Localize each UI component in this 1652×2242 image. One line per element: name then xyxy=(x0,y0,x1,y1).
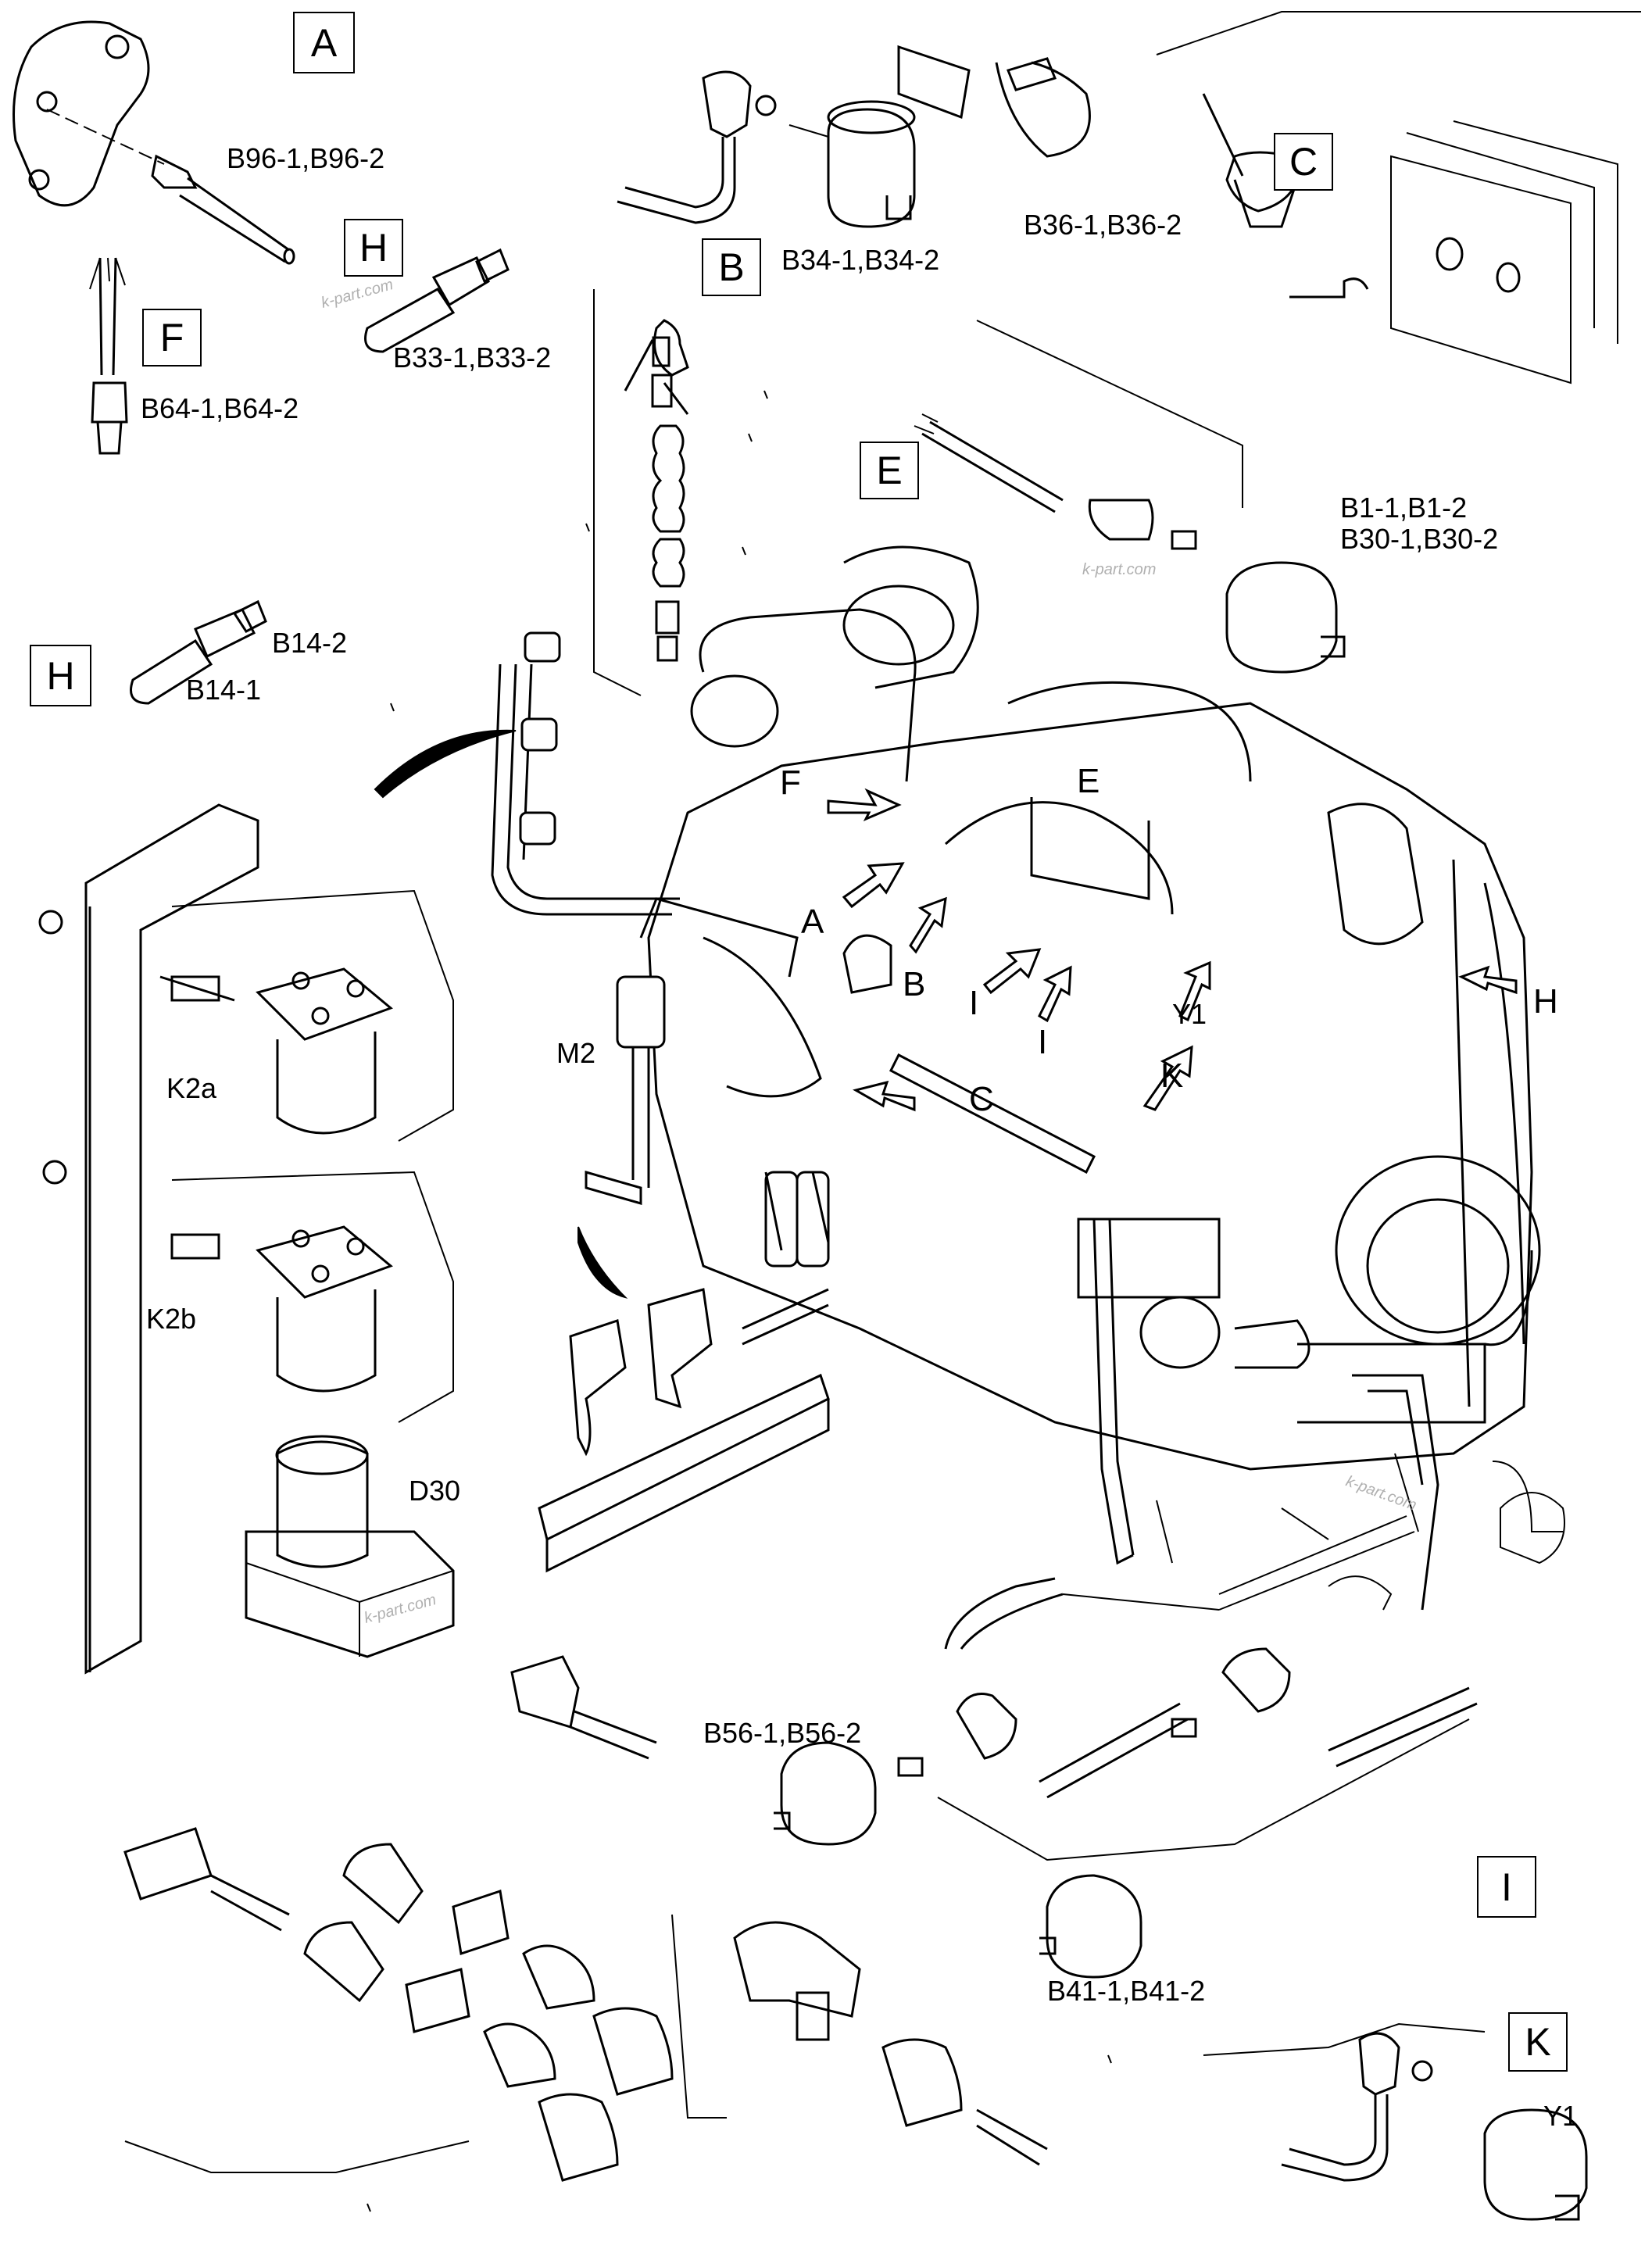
label-d30: D30 xyxy=(409,1475,461,1507)
callout-arrows xyxy=(374,729,1518,1299)
detail-box-e: E xyxy=(860,442,919,499)
label-k2a: K2a xyxy=(166,1072,217,1104)
watermark: k-part.com xyxy=(1082,561,1157,578)
relay-k2-assembly-drawing xyxy=(38,803,455,1675)
label-b41: B41-1,B41-2 xyxy=(1047,1975,1206,2007)
callout-b: B xyxy=(903,965,926,1003)
mounting-rail-drawing xyxy=(538,1288,830,1573)
sensor-b64-drawing xyxy=(89,257,128,455)
cable-sleeve-and-tie xyxy=(897,45,1091,158)
callout-a: A xyxy=(801,903,824,941)
label-b33: B33-1,B33-2 xyxy=(393,341,552,374)
detail-box-i: I xyxy=(1477,1856,1536,1918)
label-b36: B36-1,B36-2 xyxy=(1024,209,1182,241)
callout-f: F xyxy=(780,763,801,802)
callout-i-1: I xyxy=(969,984,979,1022)
callout-i-2: I xyxy=(1038,1023,1048,1061)
label-m2: M2 xyxy=(556,1037,596,1069)
detail-box-b: B xyxy=(702,238,761,296)
sensor-b14-drawing xyxy=(130,599,267,705)
engine-drawing xyxy=(639,545,1541,1471)
label-b14-2: B14-2 xyxy=(272,627,348,659)
plug-connector-drawing xyxy=(510,1655,657,1760)
solenoid-y1-drawing xyxy=(1203,2022,1588,2221)
label-b56: B56-1,B56-2 xyxy=(703,1717,862,1749)
detail-box-k: K xyxy=(1508,2012,1568,2072)
label-b64: B64-1,B64-2 xyxy=(141,392,299,424)
cable-terminal-chain-drawing xyxy=(593,289,689,696)
callout-k: K xyxy=(1160,1057,1184,1095)
callout-e: E xyxy=(1077,762,1100,800)
label-b14-1: B14-1 xyxy=(186,674,262,706)
label-b96: B96-1,B96-2 xyxy=(227,142,385,174)
callout-c: C xyxy=(969,1080,994,1118)
wiring-harness-drawing xyxy=(491,631,1533,1650)
sensor-b36-drawing xyxy=(1156,11,1641,384)
detail-box-f: F xyxy=(142,309,202,367)
callout-h: H xyxy=(1533,982,1558,1021)
detail-box-a: A xyxy=(293,12,355,73)
sensor-b33-drawing xyxy=(364,248,510,353)
sensor-b41-drawing xyxy=(937,1647,1478,1979)
label-y1-detail: Y1 xyxy=(1543,2100,1579,2132)
bellows-hose-assembly-drawing xyxy=(123,1827,1048,2182)
detail-box-h-left: H xyxy=(30,645,91,706)
label-y1-engine: Y1 xyxy=(1172,998,1207,1030)
sensor-b1-b30-drawing xyxy=(914,320,1346,674)
detail-box-c: C xyxy=(1274,133,1333,191)
label-b1-b30: B1-1,B1-2 B30-1,B30-2 xyxy=(1340,492,1499,555)
detail-box-h-top: H xyxy=(344,219,403,277)
sensor-b96-flange-drawing xyxy=(13,20,295,265)
label-k2b: K2b xyxy=(146,1303,197,1335)
label-b34: B34-1,B34-2 xyxy=(781,244,940,276)
sensor-b56-drawing xyxy=(774,1693,1189,1846)
leader-lines xyxy=(1062,1453,1565,1611)
sensor-b34-drawing xyxy=(617,70,916,228)
detail-tick-marks xyxy=(367,390,1112,2212)
